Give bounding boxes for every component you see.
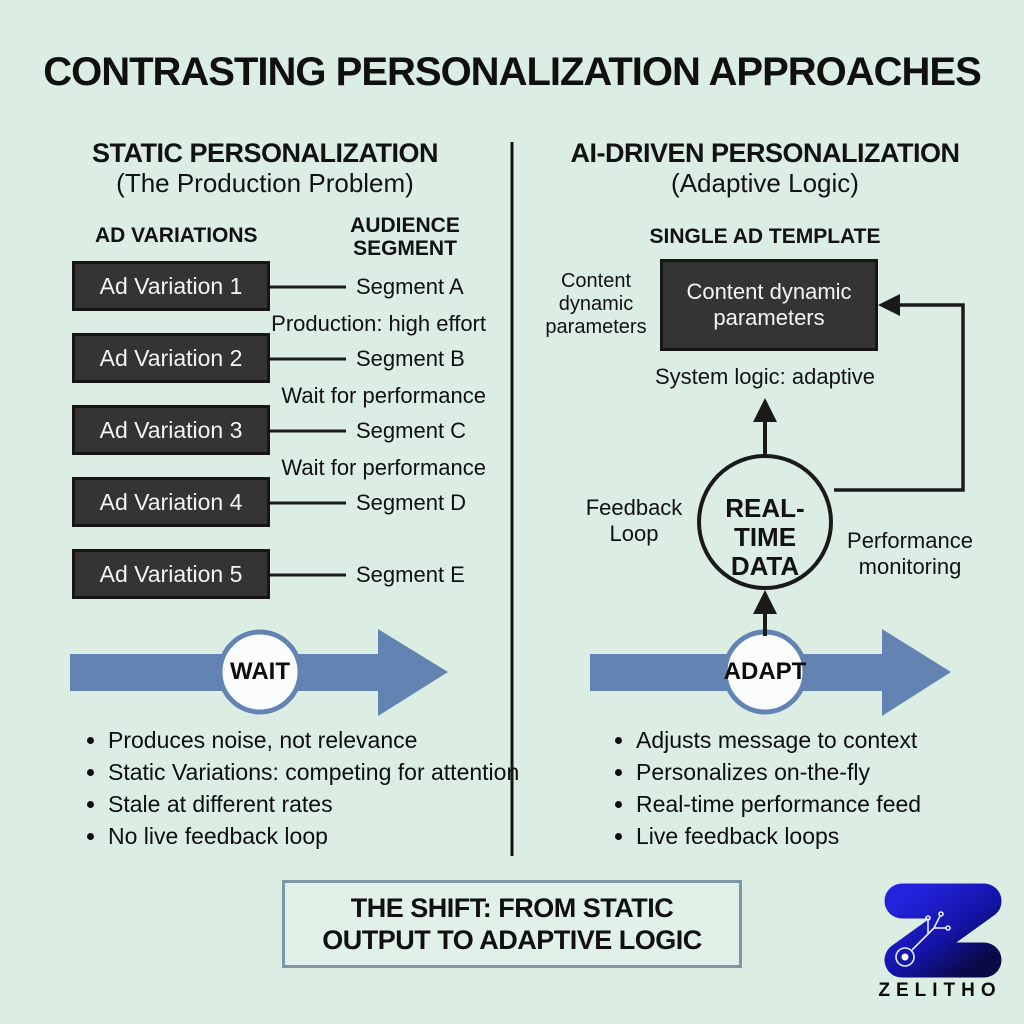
- list-item: Adjusts message to context: [636, 726, 1024, 754]
- content-parameters-side-label: Content dynamic parameters: [545, 270, 647, 338]
- wait-note: Wait for performance: [281, 455, 486, 480]
- list-item: Stale at different rates: [108, 790, 528, 818]
- list-item: Produces noise, not relevance: [108, 726, 528, 754]
- feedback-arrowhead-icon: [878, 294, 900, 316]
- realtime-data-label: REAL-TIME DATA: [725, 493, 805, 582]
- ad-variation-box: Ad Variation 5: [72, 549, 270, 599]
- adapt-to-circle-arrowhead-icon: [753, 590, 777, 614]
- zelitho-logo-icon: [884, 883, 1002, 978]
- page-title: CONTRASTING PERSONALIZATION APPROACHES: [43, 50, 982, 94]
- ad-variation-box: Ad Variation 3: [72, 405, 270, 455]
- list-item: Real-time performance feed: [636, 790, 1024, 818]
- content-parameters-box: Content dynamic parameters: [660, 259, 878, 351]
- left-section-heading: STATIC PERSONALIZATION: [92, 138, 439, 168]
- adapt-arrow-label: ADAPT: [723, 658, 807, 685]
- segment-label: Segment E: [356, 562, 465, 587]
- right-section-subheading: (Adaptive Logic): [671, 168, 859, 198]
- segment-label: Segment A: [356, 274, 464, 299]
- audience-segment-header: AUDIENCE SEGMENT: [350, 214, 460, 261]
- segment-label: Segment D: [356, 490, 467, 515]
- left-section-subheading: (The Production Problem): [116, 168, 414, 198]
- system-logic-label: System logic: adaptive: [654, 364, 876, 389]
- wait-note: Wait for performance: [281, 383, 486, 408]
- production-note: Production: high effort: [271, 311, 486, 336]
- ad-variation-box: Ad Variation 1: [72, 261, 270, 311]
- segment-label: Segment C: [356, 418, 467, 443]
- ad-variation-box: Ad Variation 2: [72, 333, 270, 383]
- ad-variation-box: Ad Variation 4: [72, 477, 270, 527]
- feedback-loop-label: Feedback Loop: [585, 495, 683, 547]
- circle-to-logic-arrowhead-icon: [753, 398, 777, 422]
- ad-variations-header: AD VARIATIONS: [95, 224, 258, 247]
- single-ad-template-header: SINGLE AD TEMPLATE: [649, 225, 881, 248]
- ai-benefits-list: Adjusts message to context Personalizes …: [612, 726, 1024, 854]
- list-item: No live feedback loop: [108, 822, 528, 850]
- brand-name: ZELITHO: [878, 980, 1002, 1001]
- wait-arrow-label: WAIT: [230, 658, 290, 685]
- segment-label: Segment B: [356, 346, 465, 371]
- right-section-heading: AI-DRIVEN PERSONALIZATION: [570, 138, 960, 168]
- list-item: Live feedback loops: [636, 822, 1024, 850]
- list-item: Static Variations: competing for attenti…: [108, 758, 528, 786]
- list-item: Personalizes on-the-fly: [636, 758, 1024, 786]
- shift-statement-box: THE SHIFT: FROM STATIC OUTPUT TO ADAPTIV…: [282, 880, 742, 968]
- static-drawbacks-list: Produces noise, not relevance Static Var…: [84, 726, 528, 854]
- performance-monitoring-label: Performance monitoring: [847, 528, 973, 580]
